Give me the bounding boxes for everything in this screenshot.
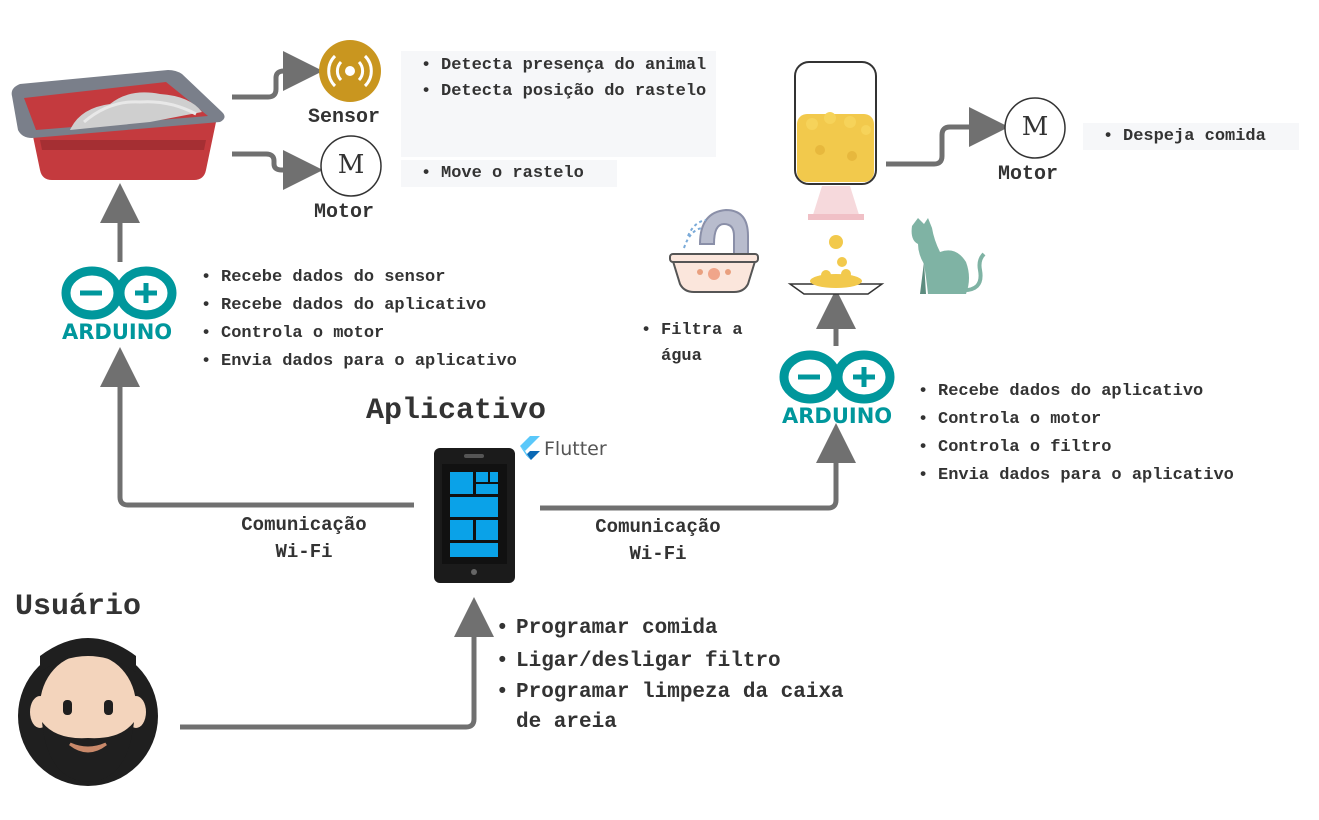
motor-bullet-list-left: Move o rastelo [421,160,584,187]
list-item: Controla o motor [201,320,517,348]
feeder-motor-bullet-list: Despeja comida [1103,123,1266,150]
list-item: Programar comida [496,612,856,645]
list-item: Detecta presença do animal [421,53,711,79]
flutter-label: Flutter [544,438,607,460]
user-bullets: Programar comida Ligar/desligar filtro P… [496,612,856,738]
list-item: Despeja comida [1103,123,1266,150]
comm-right-line2: Wi-Fi [629,543,687,565]
arduino-logo-text-right: ARDUINO [782,404,893,428]
motor-bullets-box-left: Move o rastelo [401,160,617,187]
sensor-bullet-list: Detecta presença do animal Detecta posiç… [421,53,711,105]
comm-left-line2: Wi-Fi [275,541,333,563]
user-title: Usuário [15,590,142,624]
sensor-bullets-box: Detecta presença do animal Detecta posiç… [401,51,716,157]
feeder-motor-bullets-box: Despeja comida [1083,123,1299,150]
list-item: Controla o motor [918,406,1234,434]
arduino-left-bullets: Recebe dados do sensor Recebe dados do a… [201,264,517,376]
list-item: Envia dados para o aplicativo [201,348,517,376]
comm-left-line1: Comunicação [241,514,367,536]
arrow-app-to-arduino-left [100,347,414,508]
motor-symbol-left: M [337,150,365,180]
comm-right-line1: Comunicação [595,516,721,538]
arrow-user-to-app [180,597,494,730]
comm-label-left: Comunicação Wi-Fi [222,512,386,566]
list-item: Recebe dados do sensor [201,264,517,292]
arrow-litter-to-motor [232,150,323,190]
motor-label-right: Motor [998,163,1059,186]
arduino-logo-text-left: ARDUINO [62,320,173,344]
list-item: Controla o filtro [918,434,1234,462]
list-item: Move o rastelo [421,160,584,187]
list-item: Recebe dados do aplicativo [918,378,1234,406]
list-item: Programar limpeza da caixa de areia [496,678,856,738]
list-item: Recebe dados do aplicativo [201,292,517,320]
comm-label-right: Comunicação Wi-Fi [576,514,740,568]
arrow-feeder-to-motor [886,107,1009,167]
list-item: Filtra a água [641,318,781,370]
arrow-app-to-arduino-right [540,423,856,511]
list-item: Detecta posição do rastelo [421,79,711,105]
motor-symbol-right: M [1021,112,1049,142]
arduino-right-bullets: Recebe dados do aplicativo Controla o mo… [918,378,1234,490]
fountain-bullets: Filtra a água [641,318,781,370]
list-item: Ligar/desligar filtro [496,645,856,678]
arrow-litter-to-sensor [232,51,323,100]
sensor-label: Sensor [308,106,381,129]
motor-label-left: Motor [314,201,375,224]
app-title: Aplicativo [366,394,547,428]
list-item: Envia dados para o aplicativo [918,462,1234,490]
